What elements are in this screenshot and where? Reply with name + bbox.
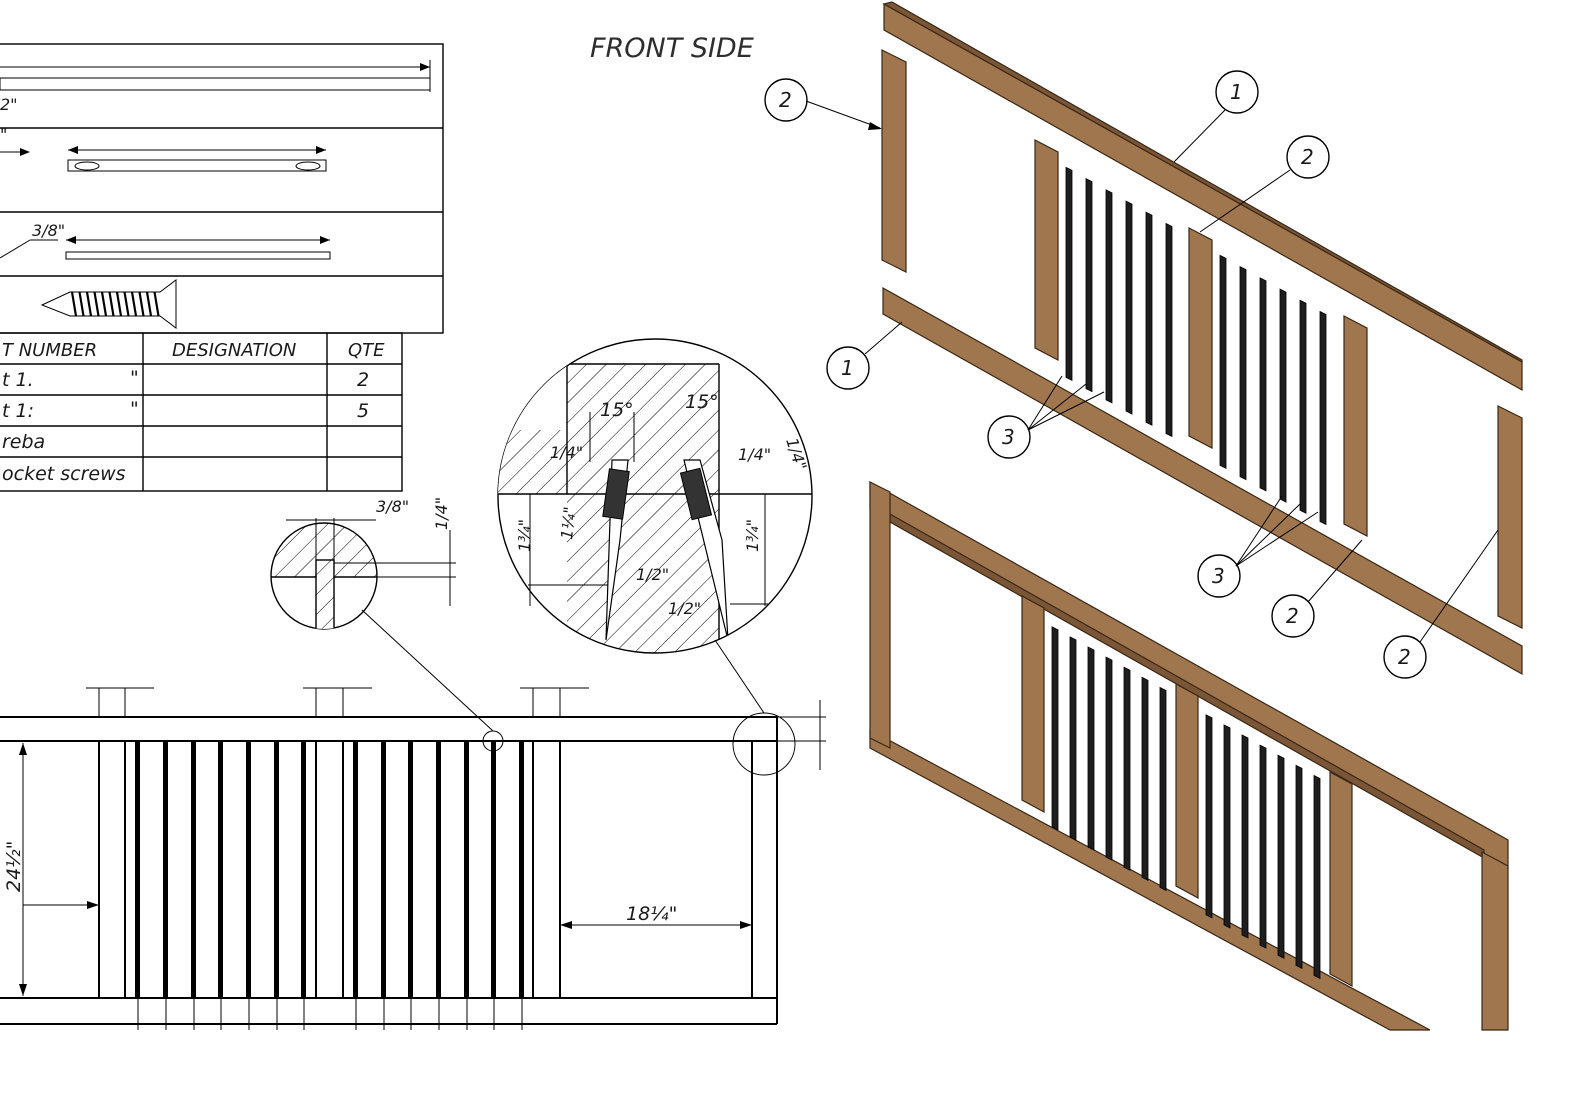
assembled-baluster-1: [1051, 626, 1059, 831]
bom-header-part-number: T NUMBER: [2, 340, 97, 361]
bom-table: T NUMBER DESIGNATION QTE t 1. " 2 t 1: "…: [0, 332, 403, 492]
balloon-3-a: 3: [1002, 425, 1015, 449]
rail-sketch: 2": [0, 60, 431, 114]
elevation-baluster-2: [163, 741, 168, 998]
assembled-baluster-3: [1087, 646, 1095, 851]
bom-header-qty: QTE: [348, 340, 385, 361]
assembled-baluster-10: [1241, 734, 1249, 939]
bom-header-designation: DESIGNATION: [172, 340, 296, 361]
exploded-baluster-3: [1105, 189, 1113, 404]
balloon-callouts: 2 1 2 1 3 3 2 2: [764, 70, 1499, 679]
bom-row-1-part: t 1.: [2, 369, 34, 391]
elevation-baluster-11: [436, 741, 441, 998]
dim-height: 24½": [3, 841, 25, 892]
assembled-balusters: [1051, 626, 1321, 980]
dim-1-4-b: 1/4": [738, 445, 771, 464]
front-elevation: 24½" 18¼": [0, 609, 826, 1030]
elevation-baluster-14: [519, 741, 524, 998]
detail-a: 3/8" 1/4": [270, 497, 456, 630]
bom-row-4-part: ocket screws: [2, 463, 126, 485]
exploded-baluster-9: [1259, 277, 1267, 492]
elevation-baluster-3: [191, 741, 196, 998]
assembled-baluster-13: [1295, 764, 1303, 969]
assembled-baluster-6: [1141, 676, 1149, 881]
exploded-baluster-7: [1219, 254, 1227, 470]
dim-1-4-a: 1/4": [550, 443, 583, 462]
elevation-baluster-8: [353, 741, 358, 998]
assembled-baluster-11: [1259, 744, 1267, 949]
balloon-3-b: 3: [1212, 564, 1225, 588]
exploded-baluster-2: [1085, 177, 1093, 393]
bom-row-1-qty: 2: [357, 369, 369, 391]
elevation-baluster-13: [491, 741, 496, 998]
dim-1-3-4-a: 1¾": [515, 519, 534, 552]
elevation-baluster-1: [135, 741, 140, 998]
exploded-baluster-8: [1239, 265, 1247, 481]
exploded-baluster-10: [1279, 288, 1287, 503]
detail-a-dim-1-4: 1/4": [432, 497, 451, 530]
post-label: ": [0, 125, 7, 144]
exploded-baluster-5: [1145, 211, 1153, 426]
dim-1-2-b: 1/2": [668, 599, 701, 618]
elevation-baluster-7: [301, 741, 306, 998]
elevation-baluster-12: [464, 741, 469, 998]
assembled-isometric-view: [869, 480, 1509, 1031]
dim-1-1-4: 1¼": [557, 506, 579, 541]
bom-row-2-part: t 1:: [2, 400, 34, 422]
screw-icon: [40, 279, 177, 329]
elevation-baluster-5: [246, 741, 251, 998]
baluster-sketch: 3/8": [0, 221, 331, 260]
assembled-baluster-4: [1105, 656, 1113, 861]
elevation-baluster-10: [408, 741, 413, 998]
baluster-label: 3/8": [32, 221, 65, 240]
exploded-baluster-6: [1165, 222, 1173, 438]
balloon-2-b: 2: [1301, 145, 1314, 169]
angle-right: 15°: [685, 391, 719, 413]
exploded-isometric-view: [881, 1, 1523, 676]
balloon-2-c: 2: [1286, 604, 1299, 628]
exploded-baluster-12: [1319, 310, 1327, 526]
assembled-baluster-7: [1159, 686, 1167, 892]
angle-left: 15°: [600, 399, 634, 421]
assembled-baluster-5: [1123, 666, 1131, 871]
bom-row-3-part: reba: [2, 431, 45, 453]
assembled-baluster-9: [1223, 724, 1231, 929]
balloon-2-a: 2: [779, 88, 792, 112]
elevation-baluster-4: [218, 741, 223, 998]
dim-gap: 18¼": [626, 903, 677, 925]
bom-row-1-mark: ": [130, 367, 139, 389]
elevation-baluster-6: [274, 741, 279, 998]
dim-1-4-c: 1/4": [782, 435, 810, 472]
exploded-baluster-4: [1125, 200, 1133, 415]
elevation-baluster-9: [381, 741, 386, 998]
detail-b-pocket-screw: 15° 15° 1/4" 1/4" 1/4" 1¾" 1¼" 1/2" 1/2"…: [497, 338, 813, 654]
balloon-1-a: 1: [1230, 80, 1243, 104]
assembled-baluster-12: [1277, 754, 1285, 959]
detail-a-dim-3-8: 3/8": [376, 497, 409, 516]
dim-1-2-a: 1/2": [636, 565, 669, 584]
rail-label: 2": [0, 95, 18, 114]
post-sketch: ": [0, 125, 327, 172]
bom-row-2-qty: 5: [357, 400, 369, 422]
parts-sketch-table: 2" " 3/8": [0, 43, 444, 334]
dim-1-3-4-b: 1¾": [743, 519, 762, 552]
assembled-baluster-14: [1313, 774, 1321, 980]
exploded-baluster-1: [1065, 166, 1073, 382]
balloon-1-b: 1: [841, 356, 854, 380]
bom-row-2-mark: ": [130, 398, 139, 420]
exploded-balusters: [1065, 166, 1327, 526]
balloon-2-d: 2: [1398, 645, 1411, 669]
assembled-baluster-8: [1205, 714, 1213, 919]
elevation-balusters: [135, 741, 524, 1030]
assembled-baluster-2: [1069, 636, 1077, 841]
exploded-baluster-11: [1299, 299, 1307, 514]
drawing-title: FRONT SIDE: [590, 33, 754, 64]
